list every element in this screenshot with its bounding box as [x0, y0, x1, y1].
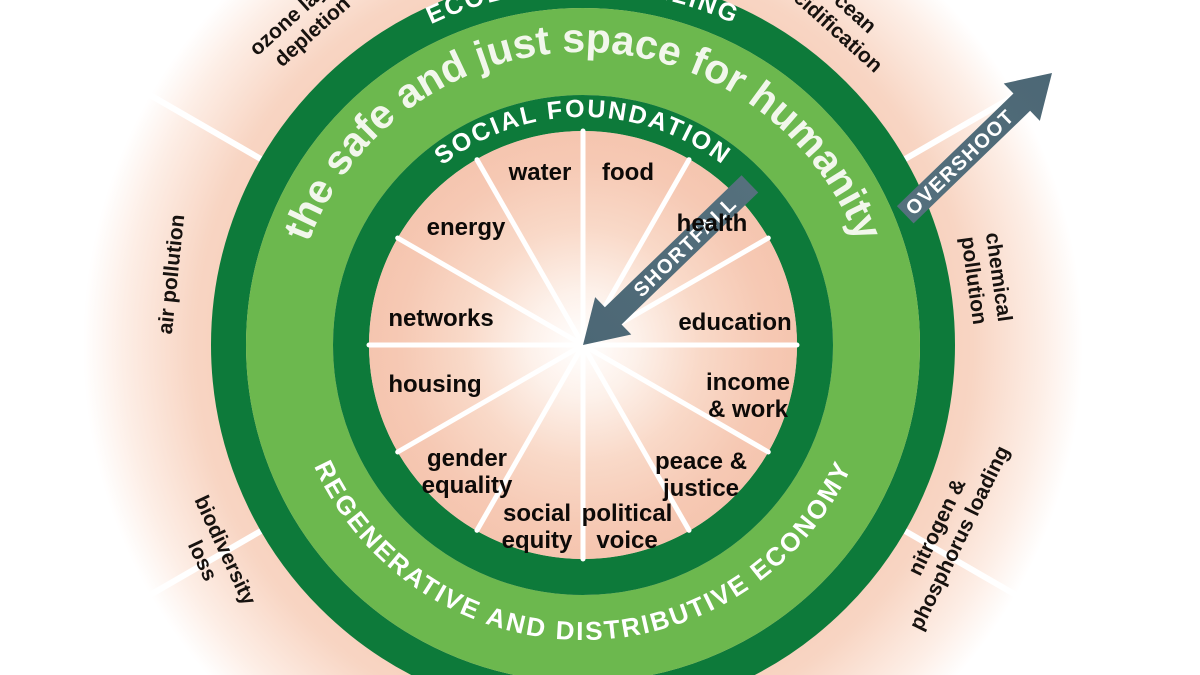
svg-text:& work: & work	[708, 396, 789, 423]
ecological-ceiling-ring	[211, 0, 955, 675]
shortfall-arrow	[583, 175, 759, 345]
svg-text:peace &: peace &	[655, 448, 747, 475]
segment-label-networks: networks	[388, 305, 493, 332]
segment-label-gender-equality: gender equality	[422, 445, 513, 499]
social-foundation-labels: water food health education income & wor…	[388, 159, 791, 554]
svg-text:income: income	[706, 369, 790, 396]
social-foundation-ring	[333, 95, 833, 595]
safe-and-just-space-ring	[246, 8, 920, 675]
segment-label-health: health	[677, 210, 748, 237]
segment-label-peace-and-justice: peace & justice	[655, 448, 747, 502]
svg-text:equality: equality	[422, 472, 513, 499]
segment-label-political-voice: political voice	[582, 500, 673, 554]
overshoot-arrow	[896, 73, 1052, 224]
svg-text:social: social	[503, 500, 571, 527]
segment-label-housing: housing	[388, 371, 481, 398]
segment-label-social-equity: social equity	[502, 500, 573, 554]
social-foundation-dividers	[366, 128, 800, 562]
svg-text:voice: voice	[596, 527, 657, 554]
segment-label-education: education	[678, 309, 791, 336]
segment-label-energy: energy	[427, 214, 506, 241]
segment-label-income-and-work: income & work	[706, 369, 790, 423]
segment-label-food: food	[602, 159, 654, 186]
svg-text:gender: gender	[427, 445, 507, 472]
svg-text:equity: equity	[502, 527, 573, 554]
segment-label-water: water	[508, 159, 572, 186]
svg-text:political: political	[582, 500, 673, 527]
svg-text:justice: justice	[662, 475, 739, 502]
